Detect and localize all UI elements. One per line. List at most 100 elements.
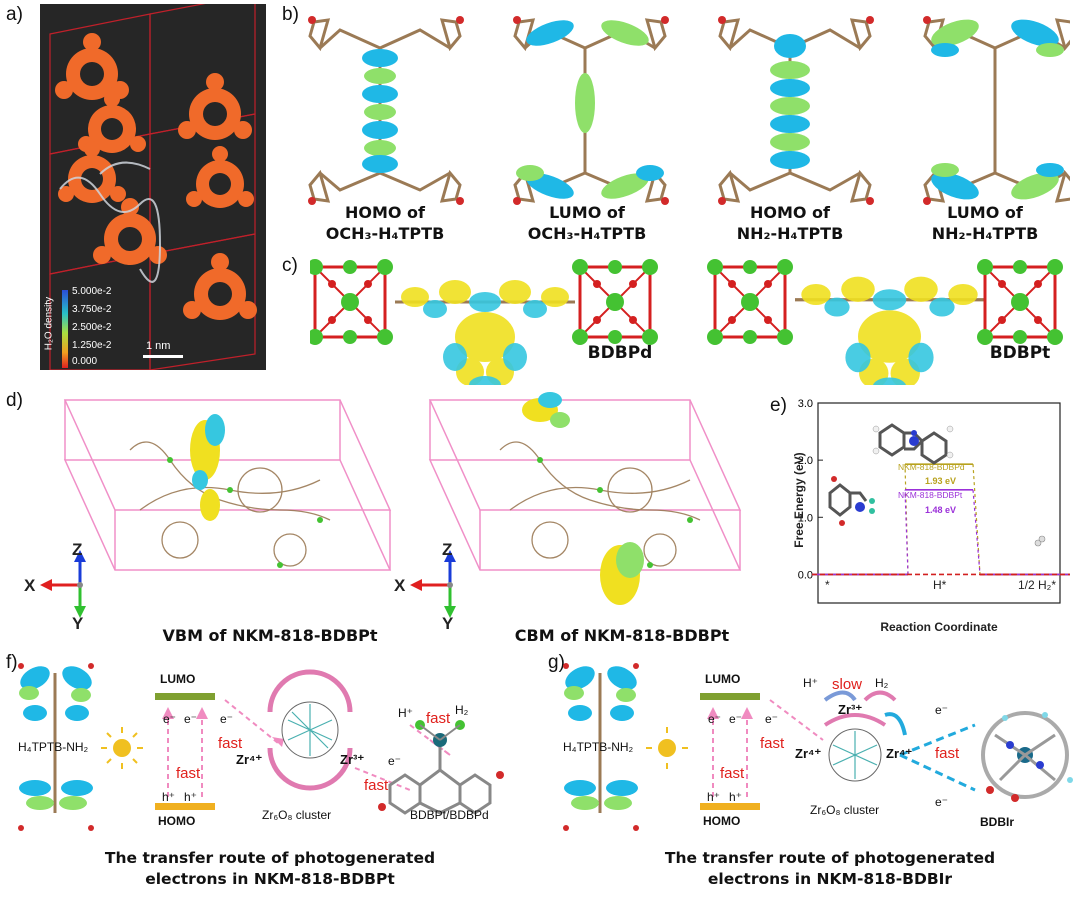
catalyst-label-f: BDBPt/BDBPd bbox=[410, 808, 489, 822]
lumo-label-f: LUMO bbox=[160, 672, 196, 686]
panel-d-label: d) bbox=[6, 390, 23, 411]
y-tick-label: 1.0 bbox=[798, 512, 813, 524]
e-minus-g-2: e⁻ bbox=[729, 712, 743, 726]
state-label-star: * bbox=[825, 578, 830, 592]
scale-bar bbox=[143, 355, 183, 358]
free-energy-chart: 0.0 1.0 2.0 3.0 bbox=[798, 398, 1070, 604]
density-colorbar bbox=[62, 290, 68, 368]
panel-f-diagram bbox=[14, 659, 504, 833]
legend-bdbpt: NKM-818-BDBPt bbox=[898, 490, 963, 500]
panel-g-diagram bbox=[559, 659, 1073, 833]
h-plus-g-2: h⁺ bbox=[729, 790, 743, 804]
e-minus-f-1: e⁻ bbox=[163, 712, 177, 726]
panel-f-label: f) bbox=[6, 652, 18, 673]
zr4-label-g-2: Zr⁴⁺ bbox=[886, 746, 913, 761]
density-legend-tick-5: 0.000 bbox=[72, 356, 98, 367]
density-legend-tick-2: 3.750e-2 bbox=[72, 304, 112, 315]
h-plus-f-2: h⁺ bbox=[184, 790, 198, 804]
panel-g-label: g) bbox=[548, 652, 565, 673]
plot-frame bbox=[817, 402, 1061, 604]
caption-vbm: VBM of NKM-818-BDBPt bbox=[162, 626, 378, 645]
homo-label-f: HOMO bbox=[158, 814, 196, 828]
e-minus-f-4: e⁻ bbox=[388, 754, 402, 768]
molecule-inset-left bbox=[828, 476, 875, 526]
chart-xlabel: Reaction Coordinate bbox=[880, 620, 998, 634]
catalyst-icon-f bbox=[378, 720, 504, 815]
ligand-label-f: H₄TPTB-NH₂ bbox=[18, 740, 89, 754]
molecule-inset-top bbox=[872, 423, 954, 465]
y-tick-label: 2.0 bbox=[798, 455, 813, 467]
fast-label-f-1: fast bbox=[218, 735, 243, 752]
lumo-label-g: LUMO bbox=[705, 672, 741, 686]
axis-z-label-1: Z bbox=[72, 540, 83, 559]
axis-x-label-1: X bbox=[24, 576, 36, 595]
fast-label-f-4: fast bbox=[426, 710, 451, 727]
h2-label-f: H₂ bbox=[455, 703, 469, 717]
e-minus-g-4: e⁻ bbox=[935, 703, 949, 717]
zr-cluster-icon-f bbox=[267, 669, 353, 791]
state-label-half-h2: 1/2 H₂* bbox=[1018, 578, 1057, 592]
axis-z-label-2: Z bbox=[442, 540, 453, 559]
density-legend-tick-1: 5.000e-2 bbox=[72, 286, 112, 297]
axis-x-label-2: X bbox=[394, 576, 406, 595]
connector-nkm-818-bdbpt-1 bbox=[972, 489, 981, 575]
e-minus-f-3: e⁻ bbox=[220, 712, 234, 726]
fast-label-f-2: fast bbox=[176, 765, 201, 782]
state-label-h: H* bbox=[933, 578, 947, 592]
panel-a-density-map bbox=[40, 4, 266, 370]
catalyst-icon-g bbox=[981, 711, 1073, 802]
panel-b-orbitals bbox=[306, 14, 1070, 207]
y-tick-label: 3.0 bbox=[798, 398, 813, 410]
density-legend-title: H₂O density bbox=[43, 296, 55, 351]
h-plus-f-1: h⁺ bbox=[162, 790, 176, 804]
caption-bdbpt: BDBPt bbox=[989, 343, 1051, 363]
axis-y-label-1: Y bbox=[72, 614, 84, 633]
legend-bdbpd: NKM-818-BDBPd bbox=[898, 462, 965, 472]
scale-bar-label: 1 nm bbox=[146, 340, 171, 352]
axis-y-label-2: Y bbox=[442, 614, 454, 633]
panel-a-label: a) bbox=[6, 4, 23, 25]
h2-icon bbox=[1034, 535, 1046, 547]
connector-nkm-818-bdbpt-0 bbox=[904, 489, 909, 575]
h2-label-g: H₂ bbox=[875, 676, 889, 690]
panel-c-orbitals bbox=[310, 257, 1065, 385]
cluster-label-g: Zr₆O₈ cluster bbox=[810, 803, 880, 817]
fast-label-g-2: fast bbox=[720, 765, 745, 782]
cluster-label-f: Zr₆O₈ cluster bbox=[262, 808, 332, 822]
h-plus-g-1: h⁺ bbox=[707, 790, 721, 804]
caption-bdbpd: BDBPd bbox=[587, 343, 653, 363]
h-plus-top-f: H⁺ bbox=[398, 706, 413, 720]
fast-label-g-1: fast bbox=[760, 735, 785, 752]
e-minus-g-5: e⁻ bbox=[935, 795, 949, 809]
panel-b-label: b) bbox=[282, 4, 299, 25]
density-legend-tick-4: 1.250e-2 bbox=[72, 340, 112, 351]
zr3-label-g: Zr³⁺ bbox=[838, 702, 863, 717]
value-label-pt: 1.48 eV bbox=[925, 505, 957, 515]
e-minus-f-2: e⁻ bbox=[184, 712, 198, 726]
homo-label-g: HOMO bbox=[703, 814, 741, 828]
value-label-pd: 1.93 eV bbox=[925, 476, 957, 486]
density-legend-tick-3: 2.500e-2 bbox=[72, 322, 112, 333]
panel-d-vbm-cbm bbox=[40, 392, 742, 618]
e-minus-g-3: e⁻ bbox=[765, 712, 779, 726]
ligand-label-g: H₄TPTB-NH₂ bbox=[563, 740, 634, 754]
zr4-label-g-1: Zr⁴⁺ bbox=[795, 746, 822, 761]
h-plus-top-g: H⁺ bbox=[803, 676, 818, 690]
y-tick-label: 0.0 bbox=[798, 569, 813, 581]
catalyst-label-g: BDBIr bbox=[980, 815, 1015, 829]
caption-cbm: CBM of NKM-818-BDBPt bbox=[514, 626, 730, 645]
chart-ylabel: Free Energy (eV) bbox=[792, 452, 806, 548]
fast-label-g-3: fast bbox=[935, 745, 960, 762]
zr3-label-f: Zr³⁺ bbox=[340, 752, 365, 767]
fast-label-f-3: fast bbox=[364, 777, 389, 794]
zr-cluster-icon-g bbox=[823, 690, 897, 782]
e-minus-g-1: e⁻ bbox=[708, 712, 722, 726]
panel-c-label: c) bbox=[282, 255, 298, 276]
zr4-label-f: Zr⁴⁺ bbox=[236, 752, 263, 767]
